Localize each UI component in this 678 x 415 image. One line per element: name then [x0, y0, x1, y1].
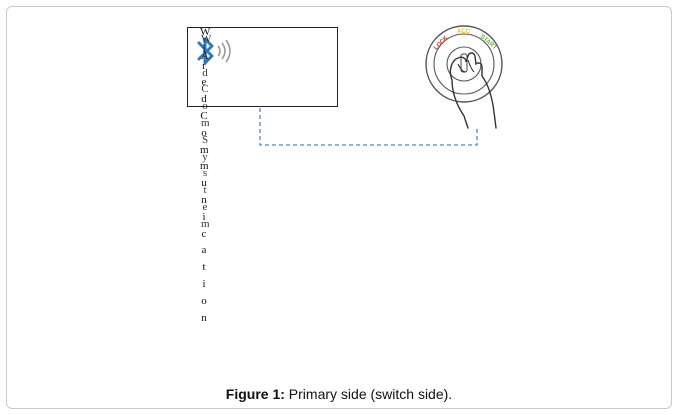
vertical-letter: n — [201, 311, 207, 324]
device-box — [187, 27, 338, 107]
vertical-letter: i — [202, 277, 206, 290]
vertical-letter: C — [201, 83, 209, 96]
caption-text: Primary side (switch side). — [284, 386, 453, 402]
vertical-letter: e — [201, 76, 207, 89]
vertical-letter: y — [202, 150, 208, 163]
vertical-letter: o — [201, 294, 207, 307]
vertical-letter: S — [201, 133, 209, 146]
vertical-letter: s — [202, 167, 208, 180]
figure-frame — [6, 6, 672, 409]
vertical-letter: r — [202, 59, 206, 72]
vertical-letter: i — [202, 42, 206, 55]
vertical-letter: A — [201, 49, 209, 62]
vertical-letter: n — [201, 193, 207, 206]
vertical-letter: m — [200, 160, 209, 173]
vertical-letter: m — [201, 217, 210, 230]
vertical-letter: e — [202, 200, 208, 213]
vertical-letter: W — [200, 26, 211, 38]
hand-turning-key-icon: LOCK ACC START — [425, 25, 503, 129]
vertical-letter: i — [202, 210, 206, 223]
vertical-letter: t — [202, 261, 206, 274]
vertical-letter: m — [200, 143, 209, 156]
vertical-letter: d — [202, 66, 208, 79]
caption-label: Figure 1: — [225, 386, 285, 402]
vertical-letter: o — [201, 126, 207, 139]
vertical-letter: a — [201, 244, 207, 257]
bluetooth-icon — [197, 37, 214, 65]
wireless-signal-icon — [217, 39, 231, 63]
vertical-letter: m — [201, 116, 210, 129]
figure-caption: Figure 1: Primary side (switch side). — [0, 386, 678, 402]
vertical-letter: d — [201, 93, 207, 106]
vertical-letter: t — [203, 184, 207, 197]
dial-label-acc: ACC — [457, 29, 471, 35]
vertical-letter: W — [201, 33, 212, 45]
vertical-letter: C — [200, 109, 208, 122]
vertical-letter: o — [202, 100, 208, 113]
vertical-letter: c — [201, 227, 207, 240]
vertical-letter: u — [201, 177, 207, 190]
